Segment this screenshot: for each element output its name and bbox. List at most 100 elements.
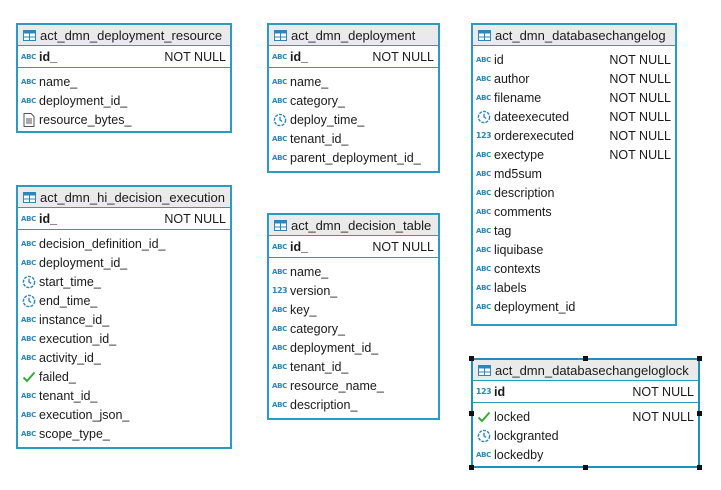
text-type-icon: ABC [21,315,36,324]
column-name: resource_name_ [290,378,384,393]
column-row[interactable]: deploy_time_ [269,110,438,129]
column-row[interactable]: start_time_ [18,272,230,291]
column-name: deployment_id_ [39,93,128,108]
table-icon [23,29,36,41]
column-row[interactable]: failed_ [18,367,230,386]
column-name: execution_json_ [39,407,130,422]
table-header[interactable]: act_dmn_databasechangeloglock [473,360,698,381]
selection-handle[interactable] [469,465,474,470]
selection-handle[interactable] [583,465,588,470]
selection-handle[interactable] [469,356,474,361]
datetime-type-icon [272,113,287,127]
selection-handle[interactable] [583,356,588,361]
table-icon [274,29,287,41]
column-constraint: NOT NULL [609,147,671,162]
text-type-icon: ABC [272,96,287,105]
table-header[interactable]: act_dmn_decision_table [269,215,438,236]
column-name: version_ [290,283,338,298]
table-name: act_dmn_deployment_resource [40,27,223,43]
text-type-icon: ABC [476,226,491,235]
selection-handle[interactable] [697,411,702,416]
text-type-icon: ABC [476,245,491,254]
text-type-icon: ABC [272,242,287,251]
table-header[interactable]: act_dmn_hi_decision_execution [18,187,230,208]
column-name: id [494,52,504,67]
column-name: dateexecuted [494,109,570,124]
text-type-icon: ABC [476,302,491,311]
column-name: name_ [290,74,329,89]
table-header[interactable]: act_dmn_deployment_resource [18,25,230,46]
text-type-icon: ABC [272,362,287,371]
column-constraint: NOT NULL [609,90,671,105]
column-row[interactable]: resource_bytes_ [18,110,230,129]
table-header[interactable]: act_dmn_databasechangelog [473,25,675,46]
column-row[interactable]: lockgranted [473,426,698,445]
column-row[interactable]: end_time_ [18,291,230,310]
column-row[interactable]: dateexecuted NOT NULL [473,107,675,126]
text-type-icon: ABC [21,214,36,223]
column-name: locked [494,409,531,424]
column-constraint: NOT NULL [609,109,671,124]
selection-handle[interactable] [697,356,702,361]
selection-handle[interactable] [697,465,702,470]
table-header[interactable]: act_dmn_deployment [269,25,438,46]
column-name: name_ [39,74,78,89]
text-type-icon: ABC [476,264,491,273]
selection-handle[interactable] [469,411,474,416]
column-name: deployment_id_ [290,340,379,355]
column-name: instance_id_ [39,312,110,327]
text-type-icon: ABC [476,450,491,459]
